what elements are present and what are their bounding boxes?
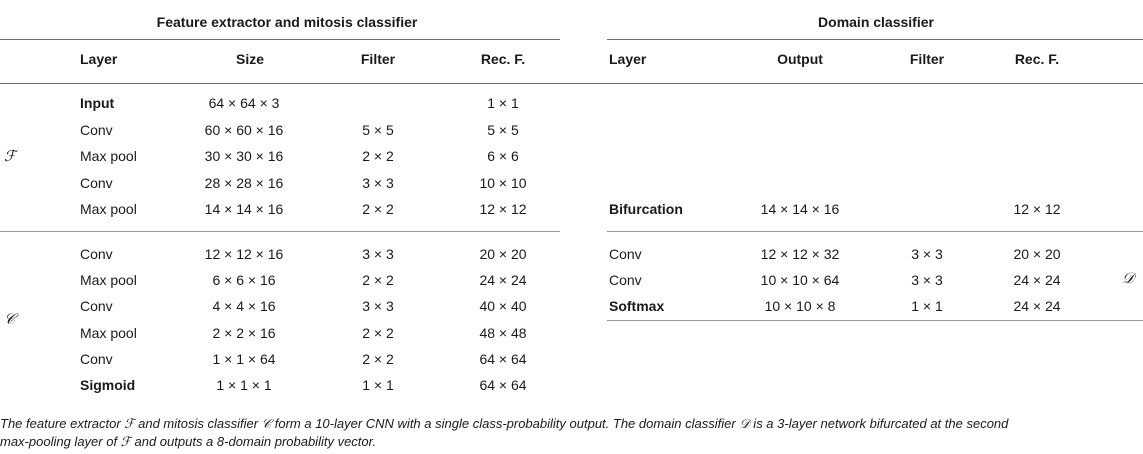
cell-filter: 3 × 3 <box>362 175 394 191</box>
cell-rec: 20 × 20 <box>1013 246 1061 262</box>
cell-filter: 5 × 5 <box>362 122 394 138</box>
cell-filter: 1 × 1 <box>362 377 394 393</box>
cell-output: 14 × 14 × 16 <box>760 201 840 217</box>
feature-extractor-symbol: ℱ <box>4 147 16 165</box>
cell-size: 1 × 1 × 1 <box>216 377 272 393</box>
col-header-filter: Filter <box>360 51 396 67</box>
table-caption: The feature extractor ℱ and mitosis clas… <box>0 415 1143 451</box>
cell-size: 30 × 30 × 16 <box>204 148 284 164</box>
cell-size: 28 × 28 × 16 <box>204 175 284 191</box>
left-group-rule <box>0 39 560 40</box>
cell-layer: Softmax <box>609 298 665 314</box>
cell-layer: Conv <box>80 298 113 314</box>
col-header-rec-right: Rec. F. <box>1014 51 1060 67</box>
cell-filter: 2 × 2 <box>362 351 394 367</box>
cell-output: 10 × 10 × 8 <box>764 298 836 314</box>
cell-filter: 3 × 3 <box>911 246 943 262</box>
cell-layer: Max pool <box>80 325 137 341</box>
cell-layer: Max pool <box>80 272 137 288</box>
cell-size: 6 × 6 × 16 <box>212 272 276 288</box>
cell-layer: Conv <box>609 246 642 262</box>
col-header-output: Output <box>777 51 823 67</box>
section-divider-rule <box>0 231 560 232</box>
right-group-rule <box>607 39 1143 40</box>
cell-filter: 1 × 1 <box>911 298 943 314</box>
cell-rec: 40 × 40 <box>479 298 527 314</box>
cell-rec: 48 × 48 <box>479 325 527 341</box>
cell-output: 12 × 12 × 32 <box>760 246 840 262</box>
cell-rec: 10 × 10 <box>479 175 527 191</box>
caption-line-1: The feature extractor ℱ and mitosis clas… <box>0 416 1009 431</box>
right-group-header: Domain classifier <box>818 14 934 30</box>
cell-layer: Conv <box>609 272 642 288</box>
cell-layer: Max pool <box>80 148 137 164</box>
cell-size: 64 × 64 × 3 <box>208 95 280 111</box>
domain-end-rule <box>607 320 1143 321</box>
col-header-layer-right: Layer <box>609 51 647 67</box>
cell-rec: 1 × 1 <box>487 95 519 111</box>
cell-rec: 64 × 64 <box>479 377 527 393</box>
cell-size: 1 × 1 × 64 <box>212 351 276 367</box>
cell-filter: 3 × 3 <box>362 246 394 262</box>
cell-size: 2 × 2 × 16 <box>212 325 276 341</box>
cell-output: 10 × 10 × 64 <box>760 272 840 288</box>
cell-rec: 20 × 20 <box>479 246 527 262</box>
cell-layer: Conv <box>80 122 113 138</box>
domain-classifier-symbol: 𝒟 <box>1122 269 1134 287</box>
cell-rec: 12 × 12 <box>1013 201 1061 217</box>
mitosis-classifier-symbol: 𝒞 <box>4 310 15 328</box>
cell-size: 14 × 14 × 16 <box>204 201 284 217</box>
col-header-filter-right: Filter <box>909 51 945 67</box>
col-header-rec: Rec. F. <box>480 51 526 67</box>
cell-filter: 2 × 2 <box>362 148 394 164</box>
cell-rec: 24 × 24 <box>479 272 527 288</box>
right-section-divider-rule <box>607 231 1143 232</box>
col-header-layer: Layer <box>80 51 118 67</box>
cell-rec: 24 × 24 <box>1013 298 1061 314</box>
cell-layer: Max pool <box>80 201 137 217</box>
cell-rec: 6 × 6 <box>487 148 519 164</box>
cell-filter: 2 × 2 <box>362 272 394 288</box>
header-bottom-rule <box>0 83 1143 84</box>
cell-layer: Conv <box>80 351 113 367</box>
cell-size: 4 × 4 × 16 <box>212 298 276 314</box>
cell-rec: 64 × 64 <box>479 351 527 367</box>
cell-filter: 2 × 2 <box>362 325 394 341</box>
cell-layer: Input <box>80 95 115 111</box>
cell-layer: Conv <box>80 175 113 191</box>
cell-layer: Bifurcation <box>609 201 683 217</box>
cell-rec: 24 × 24 <box>1013 272 1061 288</box>
caption-line-2: max-pooling layer of ℱ and outputs a 8-d… <box>0 434 377 449</box>
cell-layer: Conv <box>80 246 113 262</box>
cell-rec: 5 × 5 <box>487 122 519 138</box>
cell-size: 12 × 12 × 16 <box>204 246 284 262</box>
cell-layer: Sigmoid <box>80 377 136 393</box>
cell-rec: 12 × 12 <box>479 201 527 217</box>
cell-filter: 2 × 2 <box>362 201 394 217</box>
left-group-header: Feature extractor and mitosis classifier <box>156 14 418 30</box>
col-header-size: Size <box>235 51 265 67</box>
cell-filter: 3 × 3 <box>362 298 394 314</box>
cell-filter: 3 × 3 <box>911 272 943 288</box>
cell-size: 60 × 60 × 16 <box>204 122 284 138</box>
